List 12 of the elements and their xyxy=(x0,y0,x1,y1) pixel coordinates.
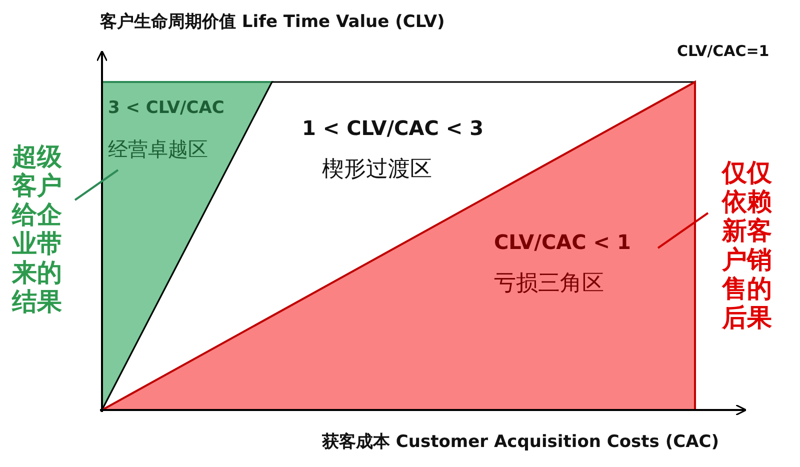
ratio-label: 3 < CLV/CAC xyxy=(108,98,224,118)
ratio-label: CLV/CAC < 1 xyxy=(494,230,631,254)
ratio-label: 1 < CLV/CAC < 3 xyxy=(302,116,484,140)
callout-text: 仅仅依赖新客户销售的后果 xyxy=(722,158,780,332)
zone-label: 楔形过渡区 xyxy=(322,156,432,184)
leader-line xyxy=(74,169,119,201)
ratio-label: CLV/CAC=1 xyxy=(677,42,770,60)
zone-label: 亏损三角区 xyxy=(494,270,604,298)
callout-text: 超级客户给企业带来的结果 xyxy=(12,142,74,316)
axis-title: 客户生命周期价值 Life Time Value (CLV) xyxy=(100,11,445,33)
axis-title: 获客成本 Customer Acquisition Costs (CAC) xyxy=(322,431,719,453)
zone-label: 经营卓越区 xyxy=(108,136,208,163)
